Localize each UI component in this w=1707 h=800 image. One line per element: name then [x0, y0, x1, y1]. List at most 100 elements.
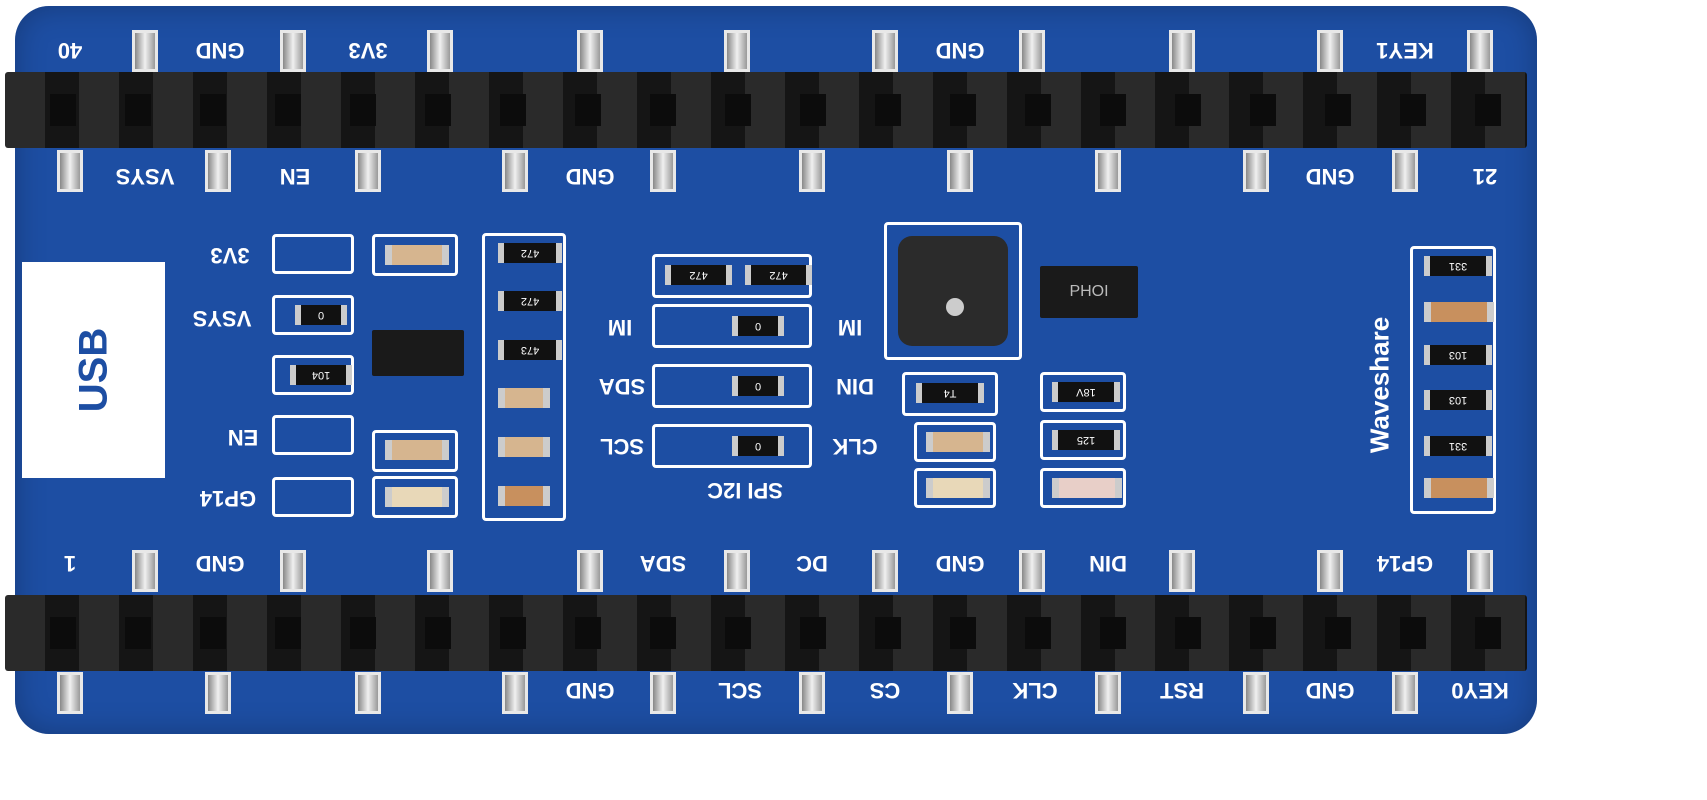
resistor: 18V [1052, 382, 1120, 402]
solder-pad [57, 150, 83, 192]
resistor: 103 [1424, 390, 1492, 410]
component-outline [372, 430, 458, 472]
silkscreen-label: 3V3 [348, 38, 388, 63]
silkscreen-label: IM [837, 315, 863, 340]
silkscreen-label: SCL [600, 434, 644, 459]
solder-pad [1019, 30, 1045, 72]
silkscreen-label: GND [935, 38, 985, 63]
silkscreen-label: 40 [57, 38, 83, 63]
component-outline [1040, 468, 1126, 508]
header-socket [800, 94, 826, 126]
silkscreen-label: GP14 [199, 486, 257, 511]
header-socket [1325, 617, 1351, 649]
capacitor [1424, 302, 1494, 322]
component-outline [902, 372, 998, 416]
capacitor [926, 478, 990, 498]
resistor: 473 [498, 340, 562, 360]
header-socket [350, 94, 376, 126]
silkscreen-label: GND [195, 38, 245, 63]
silkscreen-label: GND [565, 164, 615, 189]
capacitor [1424, 478, 1494, 498]
silkscreen-label: SDA [598, 374, 646, 399]
silkscreen-label: GP14 [1376, 551, 1434, 576]
resistor: 0 [295, 305, 347, 325]
jumper-3v3 [272, 234, 354, 274]
solder-pad [1169, 550, 1195, 592]
silkscreen-label: GND [935, 551, 985, 576]
solder-pad [947, 672, 973, 714]
solder-pad [1019, 550, 1045, 592]
silkscreen-label: DIN [1089, 551, 1127, 576]
solder-pad [205, 150, 231, 192]
header-socket [875, 94, 901, 126]
header-socket [350, 617, 376, 649]
silkscreen-label: KEY0 [1451, 678, 1509, 703]
header-socket [875, 617, 901, 649]
capacitor [385, 245, 449, 265]
solder-pad [1317, 30, 1343, 72]
header-socket [650, 617, 676, 649]
header-socket [425, 617, 451, 649]
header-socket [950, 617, 976, 649]
header-socket [1325, 94, 1351, 126]
silkscreen-label: GND [1305, 164, 1355, 189]
solder-pad [427, 550, 453, 592]
silkscreen-label: VSYS [192, 306, 252, 331]
solder-pad [280, 30, 306, 72]
header-socket [950, 94, 976, 126]
resistor-column [482, 233, 566, 521]
solder-pad [724, 550, 750, 592]
jumper-sda-din [652, 364, 812, 408]
capacitor [498, 388, 550, 408]
header-socket [725, 617, 751, 649]
component-outline [1040, 372, 1126, 412]
solder-pad [132, 550, 158, 592]
header-socket [50, 617, 76, 649]
silkscreen-label: 21 [1472, 164, 1498, 189]
solder-pad [502, 672, 528, 714]
capacitor [926, 432, 990, 452]
solder-pad [577, 550, 603, 592]
header-socket [1475, 617, 1501, 649]
silkscreen-label: EN [227, 425, 259, 450]
header-socket [575, 617, 601, 649]
solder-pad [650, 672, 676, 714]
component-outline [914, 468, 996, 508]
solder-pad [1095, 150, 1121, 192]
component-outline [372, 234, 458, 276]
solder-pad [650, 150, 676, 192]
header-socket [200, 617, 226, 649]
inductor [898, 236, 1008, 346]
solder-pad [1243, 672, 1269, 714]
resistor: 472 [498, 291, 562, 311]
silkscreen-label: SPI I2C [707, 478, 783, 503]
header-socket [125, 617, 151, 649]
resistor: 0 [732, 316, 784, 336]
solder-pad [1392, 672, 1418, 714]
solder-pad [799, 150, 825, 192]
header-socket [725, 94, 751, 126]
component-outline [372, 476, 458, 518]
header-socket [500, 94, 526, 126]
header-socket [1100, 94, 1126, 126]
header-socket [275, 94, 301, 126]
silkscreen-label: IM [607, 315, 633, 340]
resistor: 331 [1424, 436, 1492, 456]
resistor: 103 [1424, 345, 1492, 365]
solder-pad [799, 672, 825, 714]
capacitor [498, 486, 550, 506]
header-socket [500, 617, 526, 649]
header-socket [275, 617, 301, 649]
capacitor [385, 440, 449, 460]
resistor: 104 [290, 365, 352, 385]
silkscreen-label: GND [565, 678, 615, 703]
silkscreen-label: SCL [718, 678, 762, 703]
solder-pad [1467, 30, 1493, 72]
jumper-scl-clk [652, 424, 812, 468]
silkscreen-label: VSYS [115, 164, 175, 189]
header-socket [1175, 617, 1201, 649]
solder-pad [1243, 150, 1269, 192]
ic-chip: PHOI [1040, 266, 1138, 318]
resistor-column [1410, 246, 1496, 514]
diode: T4 [916, 383, 984, 403]
